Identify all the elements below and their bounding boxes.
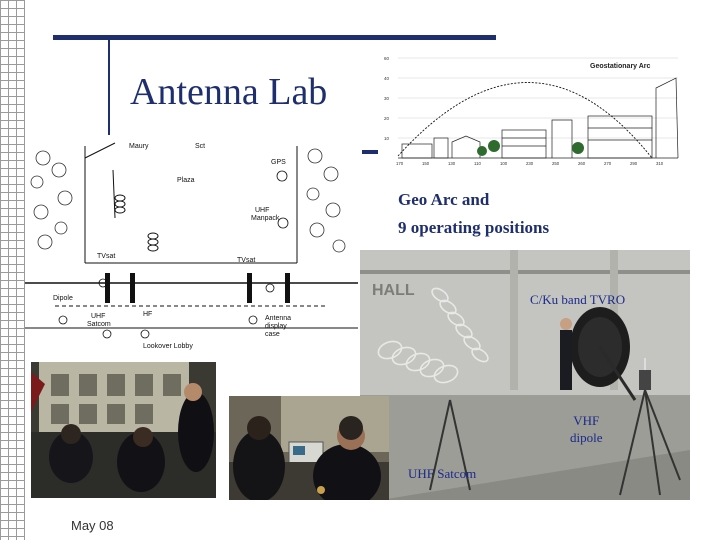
uhf-satcom-label: UHF xyxy=(91,313,105,320)
strip-edge xyxy=(24,0,25,540)
x-tick: 170 xyxy=(396,161,404,166)
x-tick: 100 xyxy=(500,161,508,166)
tvsat-label: TVsat xyxy=(97,253,115,260)
hf-label: HF xyxy=(143,311,152,318)
x-tick: 290 xyxy=(630,161,638,166)
x-tick: 260 xyxy=(578,161,586,166)
tvsat2-label: TVsat xyxy=(237,257,255,264)
y-tick: 30 xyxy=(384,96,390,101)
x-tick: 110 xyxy=(474,161,481,166)
title-accent-bar xyxy=(362,150,378,154)
footer-date: May 08 xyxy=(71,518,114,533)
caption-line-2: 9 operating positions xyxy=(398,218,550,237)
slide-title: Antenna Lab xyxy=(130,71,328,113)
lab-bench-photo xyxy=(229,396,389,500)
uhf-satcom-photo-label: UHF Satcom xyxy=(408,466,477,481)
x-tick: 130 xyxy=(448,161,456,166)
y-tick: 40 xyxy=(384,76,390,81)
x-tick: 230 xyxy=(526,161,534,166)
antenna-display-label-2: display xyxy=(265,323,287,330)
title-bar xyxy=(53,35,496,40)
chart-title: Geostationary Arc xyxy=(590,63,651,70)
geo-arc-chart: 60 40 30 20 10 Geostationary Arc 170 150… xyxy=(382,48,682,166)
gps-label: GPS xyxy=(271,159,286,166)
svg-text:HALL: HALL xyxy=(372,282,415,299)
left-checker-strip xyxy=(0,0,24,540)
vhf-line-1: VHF xyxy=(573,413,600,428)
uhf-satcom-label-2: Satcom xyxy=(87,321,111,328)
title-vertical-line xyxy=(108,40,110,135)
x-tick: 150 xyxy=(422,161,430,166)
lab-interior-photo xyxy=(31,362,216,498)
x-tick: 250 xyxy=(552,161,560,166)
north2-label: Sct xyxy=(195,143,205,150)
x-tick: 270 xyxy=(604,161,612,166)
lobby-label: Lookover Lobby xyxy=(143,343,193,350)
plaza-label: Plaza xyxy=(177,177,195,184)
lab-floor-plan: Maury Sct Plaza GPS UHF Manpack TVsat TV… xyxy=(25,138,358,360)
uhf-manpack-label: UHF xyxy=(255,207,269,214)
uhf-manpack-label-2: Manpack xyxy=(251,215,280,222)
outdoor-antennas-photo: HALL xyxy=(360,250,690,500)
geo-arc-caption: Geo Arc and 9 operating positions xyxy=(398,186,549,242)
y-tick: 10 xyxy=(384,136,390,141)
antenna-display-label: Antenna xyxy=(265,315,291,322)
y-tick: 60 xyxy=(384,56,390,61)
vhf-line-2: dipole xyxy=(570,430,603,445)
c-ku-band-label: C/Ku band TVRO xyxy=(530,292,626,307)
vhf-dipole-label: VHF dipole xyxy=(570,412,603,446)
x-tick: 310 xyxy=(656,161,664,166)
dipole-label: Dipole xyxy=(53,295,73,302)
antenna-display-label-3: case xyxy=(265,331,280,338)
caption-line-1: Geo Arc and xyxy=(398,190,490,209)
y-tick: 20 xyxy=(384,116,390,121)
north-label: Maury xyxy=(129,143,149,150)
